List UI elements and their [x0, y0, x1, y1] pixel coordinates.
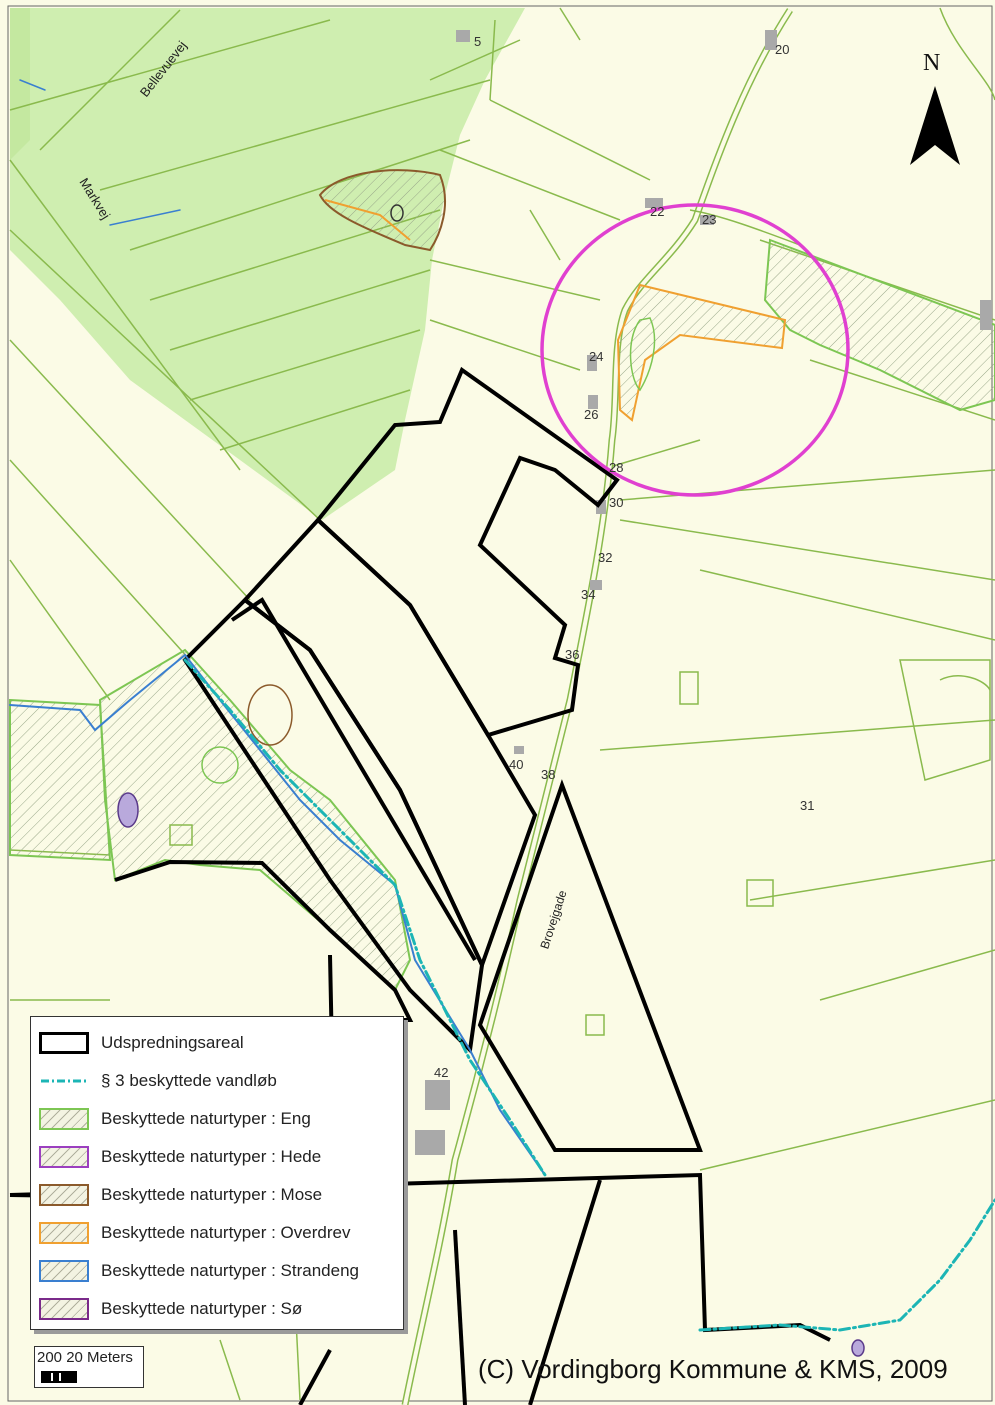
north-label: N	[923, 50, 940, 76]
house-numbers: 5 20 22 23 24 26 28 30 32 34 36 38 40 31…	[434, 34, 814, 1080]
hatched-box-icon	[39, 1298, 89, 1320]
legend-label: Beskyttede naturtyper : Sø	[101, 1299, 303, 1318]
lake	[117, 792, 139, 828]
protected-area-mose	[318, 169, 447, 252]
field-parcels	[9, 7, 995, 1401]
legend-label: Beskyttede naturtyper : Hede	[101, 1147, 322, 1166]
svg-text:38: 38	[541, 767, 555, 782]
svg-text:32: 32	[598, 550, 612, 565]
svg-text:26: 26	[584, 407, 598, 422]
protected-area-overdrev	[616, 283, 787, 422]
svg-text:24: 24	[589, 349, 603, 364]
hatched-box-icon	[39, 1146, 89, 1168]
svg-text:36: 36	[565, 647, 579, 662]
north-arrow: N	[910, 50, 960, 165]
legend-label: Beskyttede naturtyper : Eng	[101, 1109, 311, 1128]
scale-bar-icon	[41, 1371, 77, 1383]
hatched-box-icon	[39, 1108, 89, 1130]
svg-text:34: 34	[581, 587, 595, 602]
legend-label: Udspredningsareal	[101, 1033, 244, 1052]
watercourses	[9, 79, 995, 1332]
protected-area-eng-west	[9, 698, 112, 862]
legend-item-mose: Beskyttede naturtyper : Mose	[39, 1176, 395, 1214]
legend-item-overdrev: Beskyttede naturtyper : Overdrev	[39, 1214, 395, 1252]
svg-text:20: 20	[775, 42, 789, 57]
legend-label: § 3 beskyttede vandløb	[101, 1071, 277, 1090]
legend-label: Beskyttede naturtyper : Overdrev	[101, 1223, 351, 1242]
small-plots	[169, 671, 774, 1036]
protected-area-eng-east	[763, 238, 995, 412]
legend-item-udspredningsareal: Udspredningsareal	[39, 1024, 395, 1062]
svg-text:42: 42	[434, 1065, 448, 1080]
legend-item-hede: Beskyttede naturtyper : Hede	[39, 1138, 395, 1176]
hatched-box-icon	[39, 1184, 89, 1206]
svg-text:22: 22	[650, 204, 664, 219]
hatched-box-icon	[39, 1260, 89, 1282]
svg-text:40: 40	[509, 757, 523, 772]
thick-outline-icon	[39, 1032, 89, 1054]
buildings	[415, 30, 992, 1155]
protected-area-overdrev-north	[324, 199, 411, 241]
legend: Udspredningsareal § 3 beskyttede vandløb…	[30, 1016, 404, 1330]
highlight-circle	[540, 203, 850, 497]
svg-text:5: 5	[474, 34, 481, 49]
north-arrow-icon	[910, 86, 960, 165]
legend-item-so: Beskyttede naturtyper : Sø	[39, 1290, 395, 1328]
svg-text:28: 28	[609, 460, 623, 475]
legend-label: Beskyttede naturtyper : Strandeng	[101, 1261, 359, 1280]
legend-item-eng: Beskyttede naturtyper : Eng	[39, 1100, 395, 1138]
side-road	[689, 209, 801, 246]
pond-southeast	[851, 1339, 865, 1357]
legend-label: Beskyttede naturtyper : Mose	[101, 1185, 323, 1204]
svg-text:31: 31	[800, 798, 814, 813]
map-frame	[7, 5, 993, 1402]
dash-dot-line-icon	[39, 1070, 89, 1092]
scale-bar: 200 20 Meters	[34, 1346, 144, 1388]
legend-item-strandeng: Beskyttede naturtyper : Strandeng	[39, 1252, 395, 1290]
hatched-box-icon	[39, 1222, 89, 1244]
copyright-text: (C) Vordingborg Kommune & KMS, 2009	[478, 1354, 948, 1384]
svg-text:23: 23	[702, 212, 716, 227]
svg-text:30: 30	[609, 495, 623, 510]
scale-bar-text: 200 20 Meters	[37, 1349, 133, 1366]
forest-area-left	[10, 8, 30, 160]
pond-small	[390, 204, 404, 222]
legend-item-vandlob: § 3 beskyttede vandløb	[39, 1062, 395, 1100]
